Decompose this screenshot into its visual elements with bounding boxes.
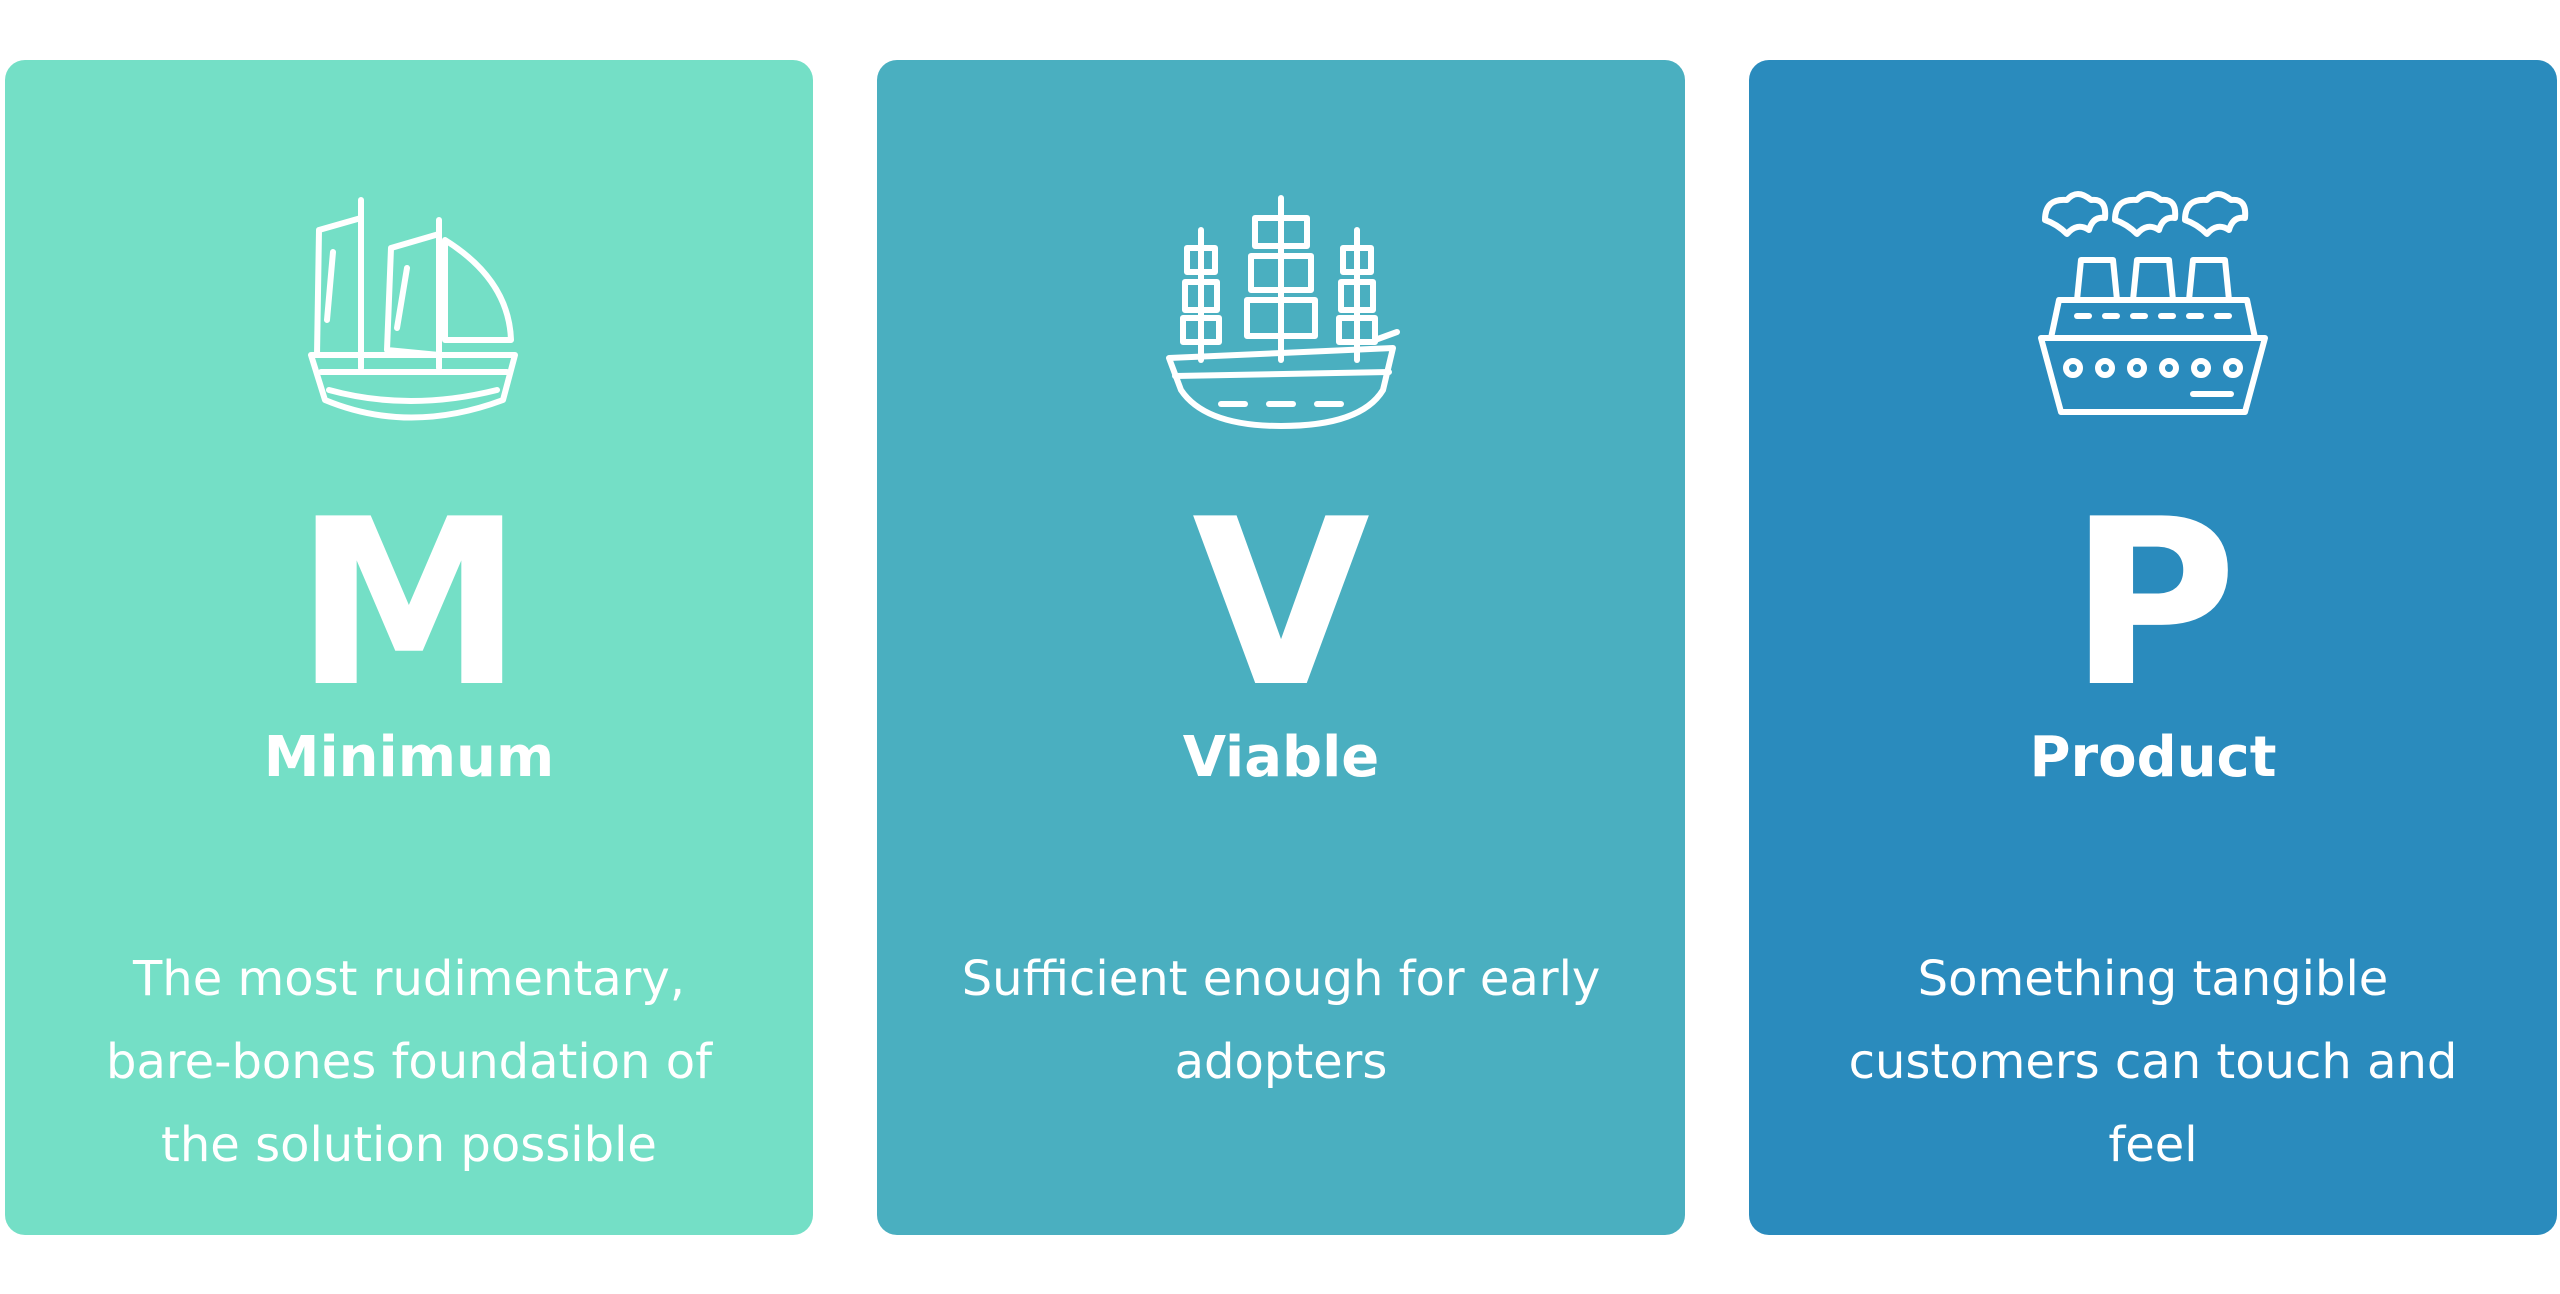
letter-v: V — [1191, 471, 1370, 738]
cruise-ship-icon — [1749, 160, 2557, 460]
card-product: P Product Something tangible customers c… — [1749, 60, 2557, 1235]
word-minimum: Minimum — [263, 725, 555, 790]
letter-p: P — [2068, 471, 2238, 738]
letter-m: M — [294, 471, 524, 738]
card-viable: V Viable Sufficient enough for early ado… — [877, 60, 1685, 1235]
description-product: Something tangible customers can touch a… — [1848, 951, 2458, 1173]
word-product: Product — [2029, 725, 2277, 790]
word-viable: Viable — [1182, 725, 1380, 790]
card-minimum: M Minimum The most rudimentary, bare-bon… — [5, 60, 813, 1235]
description-minimum: The most rudimentary, bare-bones foundat… — [106, 951, 712, 1173]
galleon-ship-icon — [877, 160, 1685, 460]
sailboat-icon — [5, 160, 813, 460]
description-viable: Sufficient enough for early adopters — [961, 951, 1601, 1090]
